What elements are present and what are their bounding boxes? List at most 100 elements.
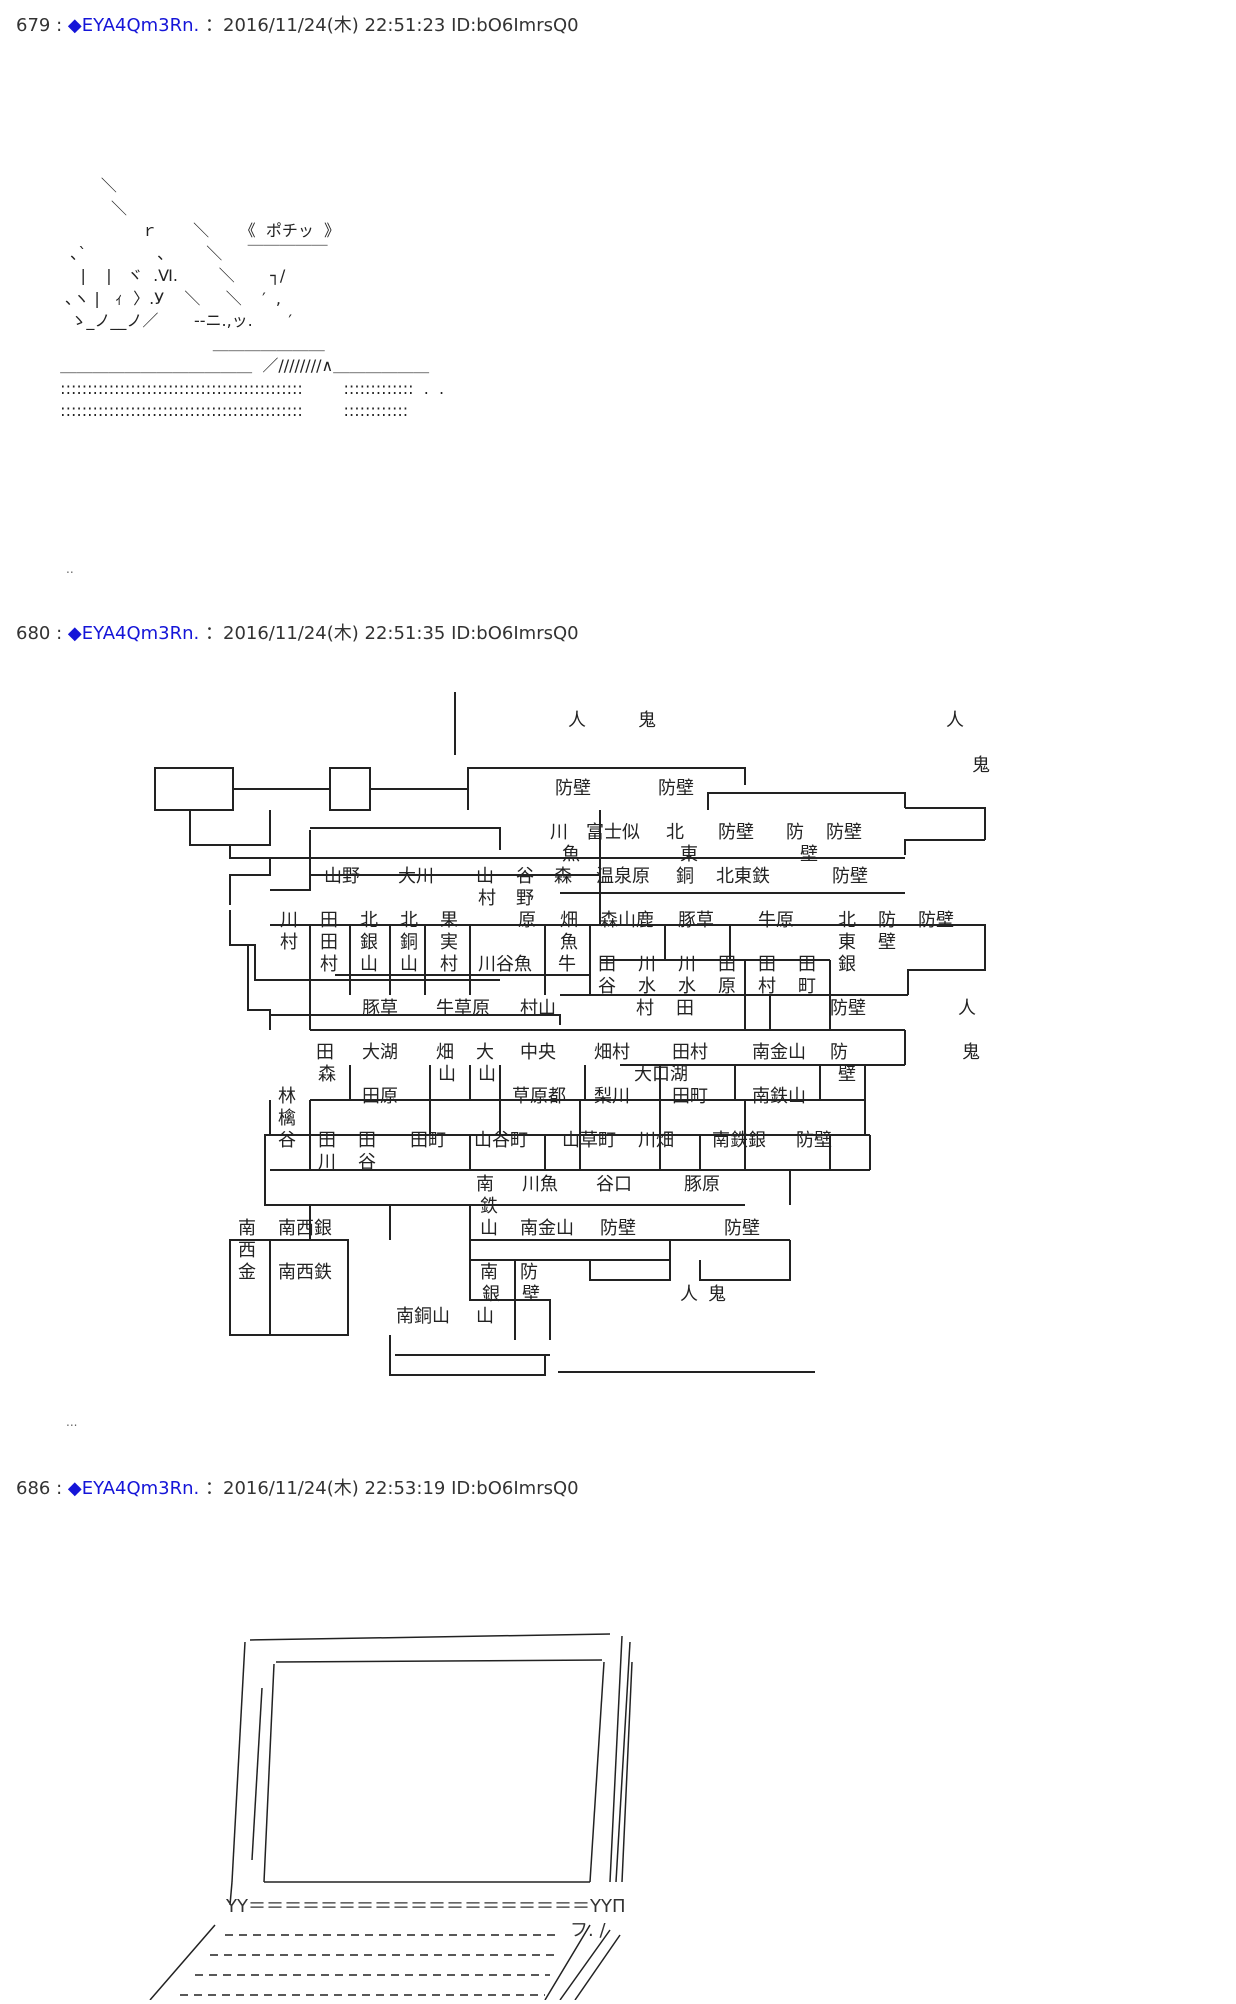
post-header-686: 686 : ◆EYA4Qm3Rn. ：2016/11/24(木) 22:53:1… — [16, 1478, 579, 1499]
map-label: 東 — [680, 844, 698, 865]
post-trailer-679: .. — [66, 562, 74, 576]
map-label: 防壁 — [658, 778, 694, 799]
map-label: 南鉄銀 — [712, 1130, 766, 1151]
map-label: 人 — [568, 710, 586, 731]
map-label: 大 — [476, 1042, 494, 1063]
post-trailer-680: ... — [66, 1415, 78, 1429]
map-label: 豚原 — [684, 1174, 720, 1195]
map-label: 壁 — [838, 1064, 856, 1085]
map-label: 村 — [636, 998, 654, 1019]
map-label: 壁 — [878, 932, 896, 953]
map-label: 川 — [280, 910, 298, 931]
map-label: 村 — [320, 954, 338, 975]
map-label: 草原都 — [512, 1086, 566, 1107]
map-label: 畑 — [436, 1042, 454, 1063]
map-label: 川 — [318, 1152, 336, 1173]
map-label: 防壁 — [555, 778, 591, 799]
map-label: 田 — [798, 954, 816, 975]
map-label: 森山鹿 — [600, 910, 654, 931]
post-header-679: 679 : ◆EYA4Qm3Rn. ：2016/11/24(木) 22:51:2… — [16, 15, 579, 36]
map-label: 山野 — [324, 866, 360, 887]
map-label: 銅 — [400, 932, 418, 953]
map-label: 人 — [946, 710, 964, 731]
map-label: 中央 — [520, 1042, 556, 1063]
map-label: 北東鉄 — [716, 866, 770, 887]
map-label: 畑 — [560, 910, 578, 931]
map-label: 田 — [358, 1130, 376, 1151]
map-label: 果 — [440, 910, 458, 931]
map-label: 銀 — [838, 954, 856, 975]
map-label: 魚 — [560, 932, 578, 953]
post-meta: ：2016/11/24(木) 22:53:19 ID:bO6ImrsQ0 — [205, 1478, 579, 1499]
map-label: 壁 — [522, 1284, 540, 1305]
map-label: 鬼 — [972, 755, 990, 776]
map-label: 山 — [476, 1306, 494, 1327]
map-label: 南西鉄 — [278, 1262, 332, 1283]
post-number: 686 — [16, 1478, 51, 1499]
map-label: 防 — [830, 1042, 848, 1063]
map-label: 田 — [718, 954, 736, 975]
ascii-laptop-686: YY＝＝＝＝＝＝＝＝＝＝＝＝＝＝＝＝＝＝＝YYΠ フ. / — [0, 1620, 1236, 2001]
map-label: 水 — [638, 976, 656, 997]
map-label: 鉄 — [480, 1196, 498, 1217]
poster-name-link[interactable]: ◆EYA4Qm3Rn. — [67, 1478, 200, 1499]
map-label: 防 — [520, 1262, 538, 1283]
map-label: 牛 — [558, 954, 576, 975]
map-label: 村 — [758, 976, 776, 997]
map-label: 銅 — [676, 866, 694, 887]
map-label: 温泉原 — [596, 866, 650, 887]
map-label: 大湖 — [362, 1042, 398, 1063]
map-label: 山草町 — [562, 1130, 616, 1151]
map-label: 山 — [478, 1064, 496, 1085]
map-label: 防壁 — [918, 910, 954, 931]
map-label: 谷 — [516, 866, 534, 887]
map-label: 西 — [238, 1240, 256, 1261]
map-label: 檎 — [278, 1108, 296, 1129]
map-label: 金 — [238, 1262, 256, 1283]
map-label: 防壁 — [724, 1218, 760, 1239]
map-label: 村 — [280, 932, 298, 953]
poster-name-link[interactable]: ◆EYA4Qm3Rn. — [67, 15, 200, 36]
map-label: 村 — [440, 954, 458, 975]
map-label: 北 — [400, 910, 418, 931]
poster-name-link[interactable]: ◆EYA4Qm3Rn. — [67, 623, 200, 644]
map-label: 山谷町 — [474, 1130, 528, 1151]
map-label: 田村 — [672, 1042, 708, 1063]
map-label: 魚 — [562, 844, 580, 865]
post-meta: ：2016/11/24(木) 22:51:23 ID:bO6ImrsQ0 — [205, 15, 579, 36]
map-label: 野 — [516, 888, 534, 909]
map-label: 町 — [798, 976, 816, 997]
map-label: 防壁 — [826, 822, 862, 843]
map-label: 山 — [480, 1218, 498, 1239]
map-label: 南銅山 — [396, 1306, 450, 1327]
map-label: 山 — [438, 1064, 456, 1085]
map-label: 谷 — [598, 976, 616, 997]
map-label: 銀 — [360, 932, 378, 953]
map-label: 梨川 — [594, 1086, 630, 1107]
map-label: 防 — [878, 910, 896, 931]
laptop-lines — [149, 1633, 633, 2001]
map-label: 田原 — [362, 1086, 398, 1107]
map-label: 川畑 — [638, 1130, 674, 1151]
map-label: 谷 — [358, 1152, 376, 1173]
map-label: 田 — [758, 954, 776, 975]
map-label: 東 — [838, 932, 856, 953]
map-label: 田町 — [672, 1086, 708, 1107]
map-label: 村山 — [520, 998, 556, 1019]
map-label: 谷 — [278, 1130, 296, 1151]
map-label: 谷口 — [596, 1174, 632, 1195]
map-label: 村 — [478, 888, 496, 909]
map-label: 防 — [786, 822, 804, 843]
map-label: 防壁 — [718, 822, 754, 843]
map-label: 南西銀 — [278, 1218, 332, 1239]
map-label: 北 — [666, 822, 684, 843]
map-label: 田 — [318, 1130, 336, 1151]
laptop-hinge-line: YY＝＝＝＝＝＝＝＝＝＝＝＝＝＝＝＝＝＝＝YYΠ — [226, 1896, 626, 1917]
map-label: 実 — [440, 932, 458, 953]
map-label: 田町 — [410, 1130, 446, 1151]
laptop-side-mark: フ. / — [570, 1920, 606, 1941]
map-label: 原 — [518, 910, 536, 931]
map-label: 畑村 — [594, 1042, 630, 1063]
post-header-680: 680 : ◆EYA4Qm3Rn. ：2016/11/24(木) 22:51:3… — [16, 623, 579, 644]
map-label: 田 — [676, 998, 694, 1019]
